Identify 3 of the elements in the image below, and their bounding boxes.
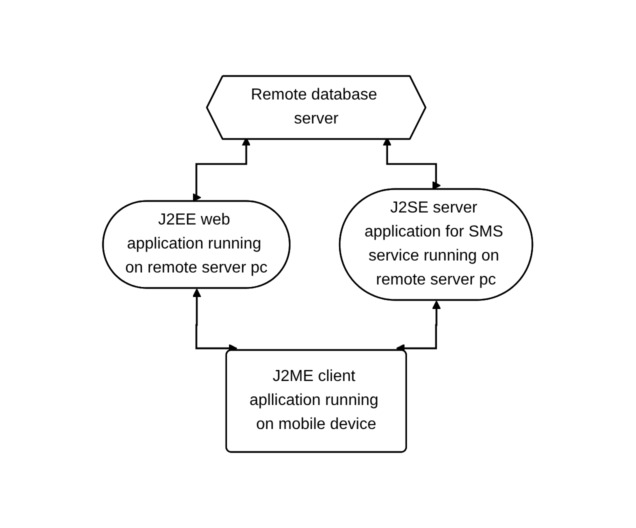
arrow xyxy=(192,137,251,202)
arrow xyxy=(383,137,442,190)
arrow xyxy=(396,300,442,353)
